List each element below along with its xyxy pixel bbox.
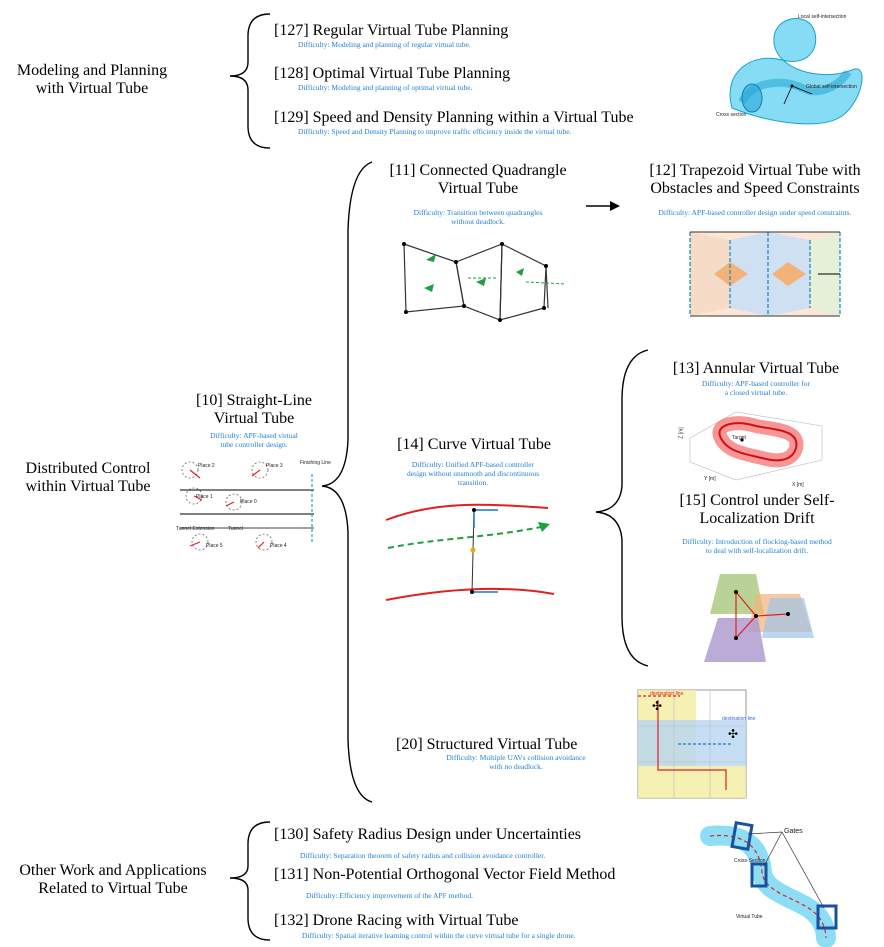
straight-place3: Place 3 (266, 463, 283, 469)
node-129-title: [129] Speed and Density Planning within … (274, 109, 634, 126)
figure-curve-tube (385, 503, 555, 601)
figure-self-localization-drift (704, 574, 814, 662)
tube3d-label-global: Global self-intersection (806, 84, 857, 90)
structured-dest-line-2: destination line (722, 716, 756, 722)
straight-tunnel-ext: Tunnel Extension (176, 526, 215, 532)
figure-annular-tube (689, 411, 823, 481)
figure-trapezoid-tube (689, 231, 841, 317)
node-128-title: [128] Optimal Virtual Tube Planning (274, 65, 511, 82)
node-131-title: [131] Non-Potential Orthogonal Vector Fi… (274, 866, 616, 883)
group-other-label: Other Work and Applications Related to V… (19, 862, 207, 897)
node-12-difficulty: Difficulty: APF-based controller design … (658, 208, 852, 217)
group-control-label: Distributed Control within Virtual Tube (25, 460, 151, 495)
straight-place0: Place 0 (240, 499, 257, 505)
group-modeling-label: Modeling and Planning with Virtual Tube (16, 62, 168, 97)
node-15-title: [15] Control under Self- Localization Dr… (679, 492, 835, 527)
annular-x-axis: X [m] (792, 482, 804, 488)
straight-place2: Place 2 (198, 463, 215, 469)
node-11-difficulty: Difficulty: Transition between quadrangl… (413, 208, 543, 226)
node-10-difficulty: Difficulty: APF-based virtual tube contr… (210, 431, 298, 449)
straight-finishing: Finishing Line (300, 460, 331, 466)
node-20-title: [20] Structured Virtual Tube (396, 736, 578, 753)
node-11-title: [11] Connected Quadrangle Virtual Tube (389, 162, 567, 197)
racing-cross-section: Cross-Section (734, 858, 766, 864)
node-15-difficulty: Difficulty: Introduction of flocking-bas… (682, 537, 832, 555)
svg-text:✣: ✣ (728, 727, 738, 741)
node-127-difficulty: Difficulty: Modeling and planning of reg… (298, 40, 471, 49)
node-12-title: [12] Trapezoid Virtual Tube with Obstacl… (649, 162, 861, 197)
racing-gates: Gates (784, 828, 803, 835)
node-10-title: [10] Straight-Line Virtual Tube (196, 392, 312, 427)
straight-tunnel: Tunnel (228, 526, 244, 532)
straight-place5: Place 5 (206, 543, 223, 549)
node-130-difficulty: Difficulty: Separation theorem of safety… (300, 851, 546, 860)
figure-structured-tube: ✣ ✣ (637, 689, 747, 799)
node-127-title: [127] Regular Virtual Tube Planning (274, 22, 509, 39)
node-132-difficulty: Difficulty: Spatial iterative learning c… (302, 931, 576, 940)
svg-text:✣: ✣ (652, 699, 662, 713)
figure-straight-line-tube (180, 461, 314, 551)
structured-dest-line-1: destination line (650, 691, 684, 697)
tube3d-label-cross: Cross section (716, 112, 747, 118)
node-132-title: [132] Drone Racing with Virtual Tube (274, 912, 519, 929)
node-13-title: [13] Annular Virtual Tube (672, 360, 840, 377)
straight-place4: Place 4 (270, 543, 287, 549)
racing-virtual-tube: Virtual Tube (736, 914, 763, 920)
node-130-title: [130] Safety Radius Design under Uncerta… (274, 826, 582, 843)
node-20-difficulty: Difficulty: Multiple UAVs collision avoi… (446, 753, 586, 771)
figure-drone-racing-tube (700, 821, 838, 947)
annular-target: Target (732, 435, 746, 441)
figure-self-intersecting-tube (729, 18, 863, 125)
figure-connected-quadrangle (402, 242, 567, 322)
straight-place1: Place 1 (196, 494, 213, 500)
node-13-difficulty: Difficulty: APF-based controller for a c… (702, 379, 810, 397)
annular-z-axis: Z [m] (678, 427, 685, 439)
tube3d-label-local: Local self-intersection (798, 14, 847, 20)
node-128-difficulty: Difficulty: Modeling and planning of opt… (298, 83, 473, 92)
node-131-difficulty: Difficulty: Efficiency improvement of th… (306, 891, 473, 900)
annular-y-axis: Y [m] (704, 476, 716, 482)
node-14-title: [14] Curve Virtual Tube (397, 436, 551, 453)
node-129-difficulty: Difficulty: Speed and Density Planning t… (298, 127, 572, 136)
node-14-difficulty: Difficulty: Unified APF-based controller… (406, 460, 540, 487)
